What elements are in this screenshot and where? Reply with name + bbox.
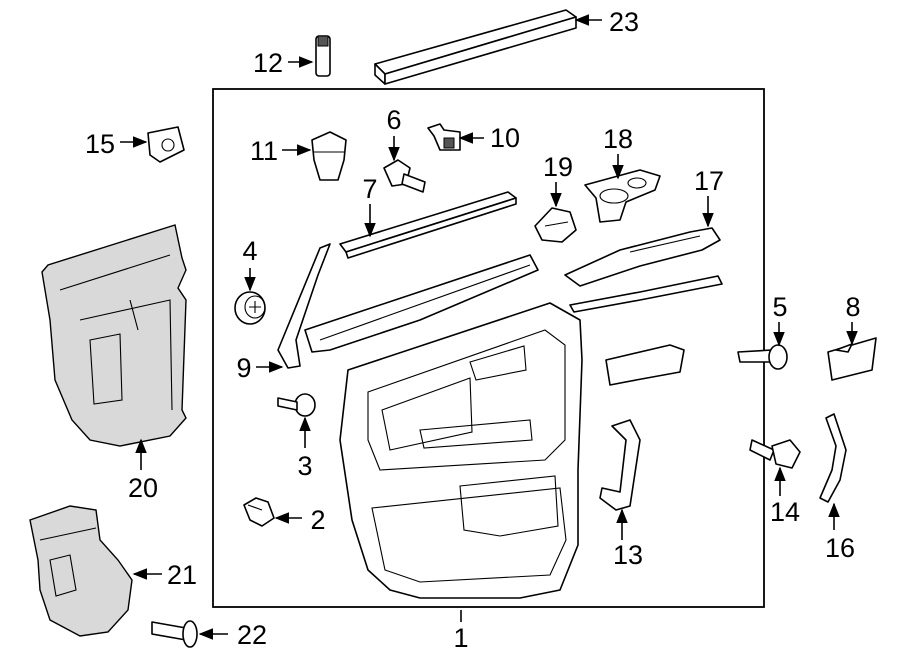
part-22-pin: [151, 620, 198, 648]
callout-10: 10: [490, 123, 520, 153]
part-3-pin: [277, 393, 316, 417]
part-14-bolt: [749, 439, 801, 469]
callout-14: 14: [770, 497, 800, 527]
callout-21: 21: [167, 560, 197, 590]
part-8-pad: [827, 337, 877, 381]
part-10-clip: [427, 123, 461, 151]
callout-9: 9: [236, 353, 251, 383]
part-15-retainer: [147, 126, 185, 163]
callout-6: 6: [386, 105, 401, 135]
callout-13: 13: [613, 540, 643, 570]
callout-16: 16: [825, 533, 855, 563]
part-6-screw: [383, 159, 426, 193]
callout-7: 7: [362, 174, 377, 204]
part-17-armrest-trim: [564, 227, 723, 313]
part-11-cap: [311, 131, 347, 181]
part-7-belt-molding: [339, 191, 517, 259]
callout-labels: 1 2 3 4 5 6 7 8 9 10 11 12 13 14 15 16 1…: [85, 7, 861, 653]
part-4-plug: [234, 291, 266, 325]
assembly-frame: [212, 88, 765, 608]
callout-15: 15: [85, 129, 115, 159]
part-16-curved-trim: [819, 413, 847, 503]
callout-11: 11: [250, 136, 278, 166]
part-13-handle: [599, 344, 685, 511]
part-2-bolt: [243, 497, 275, 527]
part-12-clip: [315, 35, 331, 77]
callout-1: 1: [453, 623, 468, 653]
part-20-insulator: [41, 224, 187, 447]
leader-lines: [120, 14, 858, 640]
part-5-bolt: [737, 344, 788, 370]
part-23-weatherstrip: [374, 9, 577, 85]
callout-18: 18: [603, 124, 633, 154]
callout-20: 20: [128, 473, 158, 503]
part-18-cup-holder: [584, 169, 661, 223]
part-1-door-panel: [339, 302, 583, 599]
callout-3: 3: [297, 451, 312, 481]
part-9-bracket: [277, 243, 539, 369]
callout-19: 19: [543, 152, 573, 182]
callout-8: 8: [845, 292, 860, 322]
callout-5: 5: [772, 292, 787, 322]
part-21-insulator: [29, 505, 133, 637]
callout-4: 4: [242, 236, 257, 266]
callout-23: 23: [609, 7, 639, 37]
callout-22: 22: [237, 620, 267, 650]
callout-2: 2: [310, 505, 325, 535]
callout-17: 17: [694, 166, 724, 196]
part-19-trim: [534, 207, 577, 243]
callout-12: 12: [253, 48, 283, 78]
